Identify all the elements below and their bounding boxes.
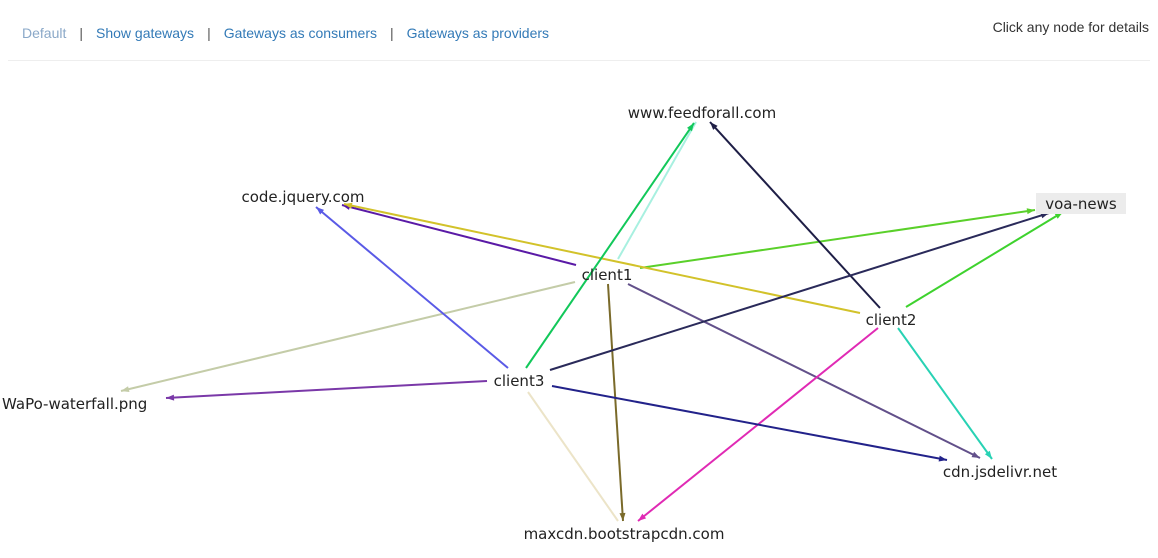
node-voa-news[interactable]: voa-news [1036, 193, 1126, 214]
view-mode-nav: Default | Show gateways | Gateways as co… [22, 25, 549, 41]
node-www-feedforall-com[interactable]: www.feedforall.com [628, 104, 776, 122]
edge-client2-to-www-feedforall-com [709, 121, 881, 309]
edge-client3-to-voa-news [549, 212, 1050, 371]
arrowhead [984, 450, 992, 459]
node-label[interactable]: www.feedforall.com [628, 104, 776, 122]
node-label[interactable]: code.jquery.com [241, 188, 364, 206]
node-label[interactable]: client2 [866, 311, 917, 329]
edge-client3-to-maxcdn-bootstrapcdn-com [527, 391, 619, 522]
edge-client1-to-cdn-jsdelivr-net [627, 283, 981, 459]
nav-gateways-providers-link[interactable]: Gateways as providers [406, 25, 550, 41]
nav-default-link[interactable]: Default [22, 25, 67, 41]
node-label[interactable]: maxcdn.bootstrapcdn.com [524, 525, 725, 543]
edge-client1-to-www-feedforall-com [617, 121, 697, 260]
node-client1[interactable]: client1 [582, 266, 633, 284]
nodes-layer: www.feedforall.com code.jquery.com voa-new… [2, 104, 1126, 543]
edge-client1-to-maxcdn-bootstrapcdn-com [607, 283, 626, 522]
arrowhead [710, 122, 718, 130]
node-highlight [1036, 193, 1126, 214]
details-hint: Click any node for details [992, 19, 1149, 35]
node-label[interactable]: voa-news [1045, 195, 1117, 213]
arrowhead [619, 512, 626, 521]
edge-client3-to-code-jquery-com [315, 206, 509, 369]
nav-separator: | [79, 25, 83, 41]
nav-separator: | [390, 25, 394, 41]
node-cdn-jsdelivr-net[interactable]: cdn.jsdelivr.net [943, 463, 1057, 481]
arrowhead [1026, 208, 1035, 215]
node-WaPo-waterfall-png[interactable]: WaPo-waterfall.png [2, 395, 147, 413]
edge-client2-to-cdn-jsdelivr-net [897, 327, 993, 460]
nav-separator: | [207, 25, 211, 41]
node-label[interactable]: client3 [494, 372, 545, 390]
arrowhead [344, 202, 353, 209]
edge-client1-to-voa-news [639, 208, 1036, 269]
nav-show-gateways-link[interactable]: Show gateways [96, 25, 195, 41]
arrowhead [687, 123, 694, 132]
arrowhead [166, 394, 175, 401]
arrowhead [938, 455, 947, 462]
node-label[interactable]: cdn.jsdelivr.net [943, 463, 1057, 481]
node-client2[interactable]: client2 [866, 311, 917, 329]
arrowhead [971, 451, 980, 458]
edge-client3-to-cdn-jsdelivr-net [551, 385, 948, 462]
node-maxcdn-bootstrapcdn-com[interactable]: maxcdn.bootstrapcdn.com [524, 525, 725, 543]
edge-client1-to-code-jquery-com [341, 204, 577, 266]
node-client3[interactable]: client3 [494, 372, 545, 390]
edge-client3-to-WaPo-waterfall-png [165, 380, 488, 401]
node-label[interactable]: WaPo-waterfall.png [2, 395, 147, 413]
edge-client1-to-WaPo-waterfall-png [120, 281, 576, 393]
arrowhead [638, 513, 647, 521]
arrowhead [316, 207, 325, 215]
arrowhead [121, 386, 130, 393]
nav-gateways-consumers-link[interactable]: Gateways as consumers [223, 25, 377, 41]
edges-layer [120, 121, 1064, 522]
node-code-jquery-com[interactable]: code.jquery.com [241, 188, 364, 206]
node-label[interactable]: client1 [582, 266, 633, 284]
header-divider [8, 60, 1150, 61]
edge-client3-to-www-feedforall-com [525, 122, 695, 369]
